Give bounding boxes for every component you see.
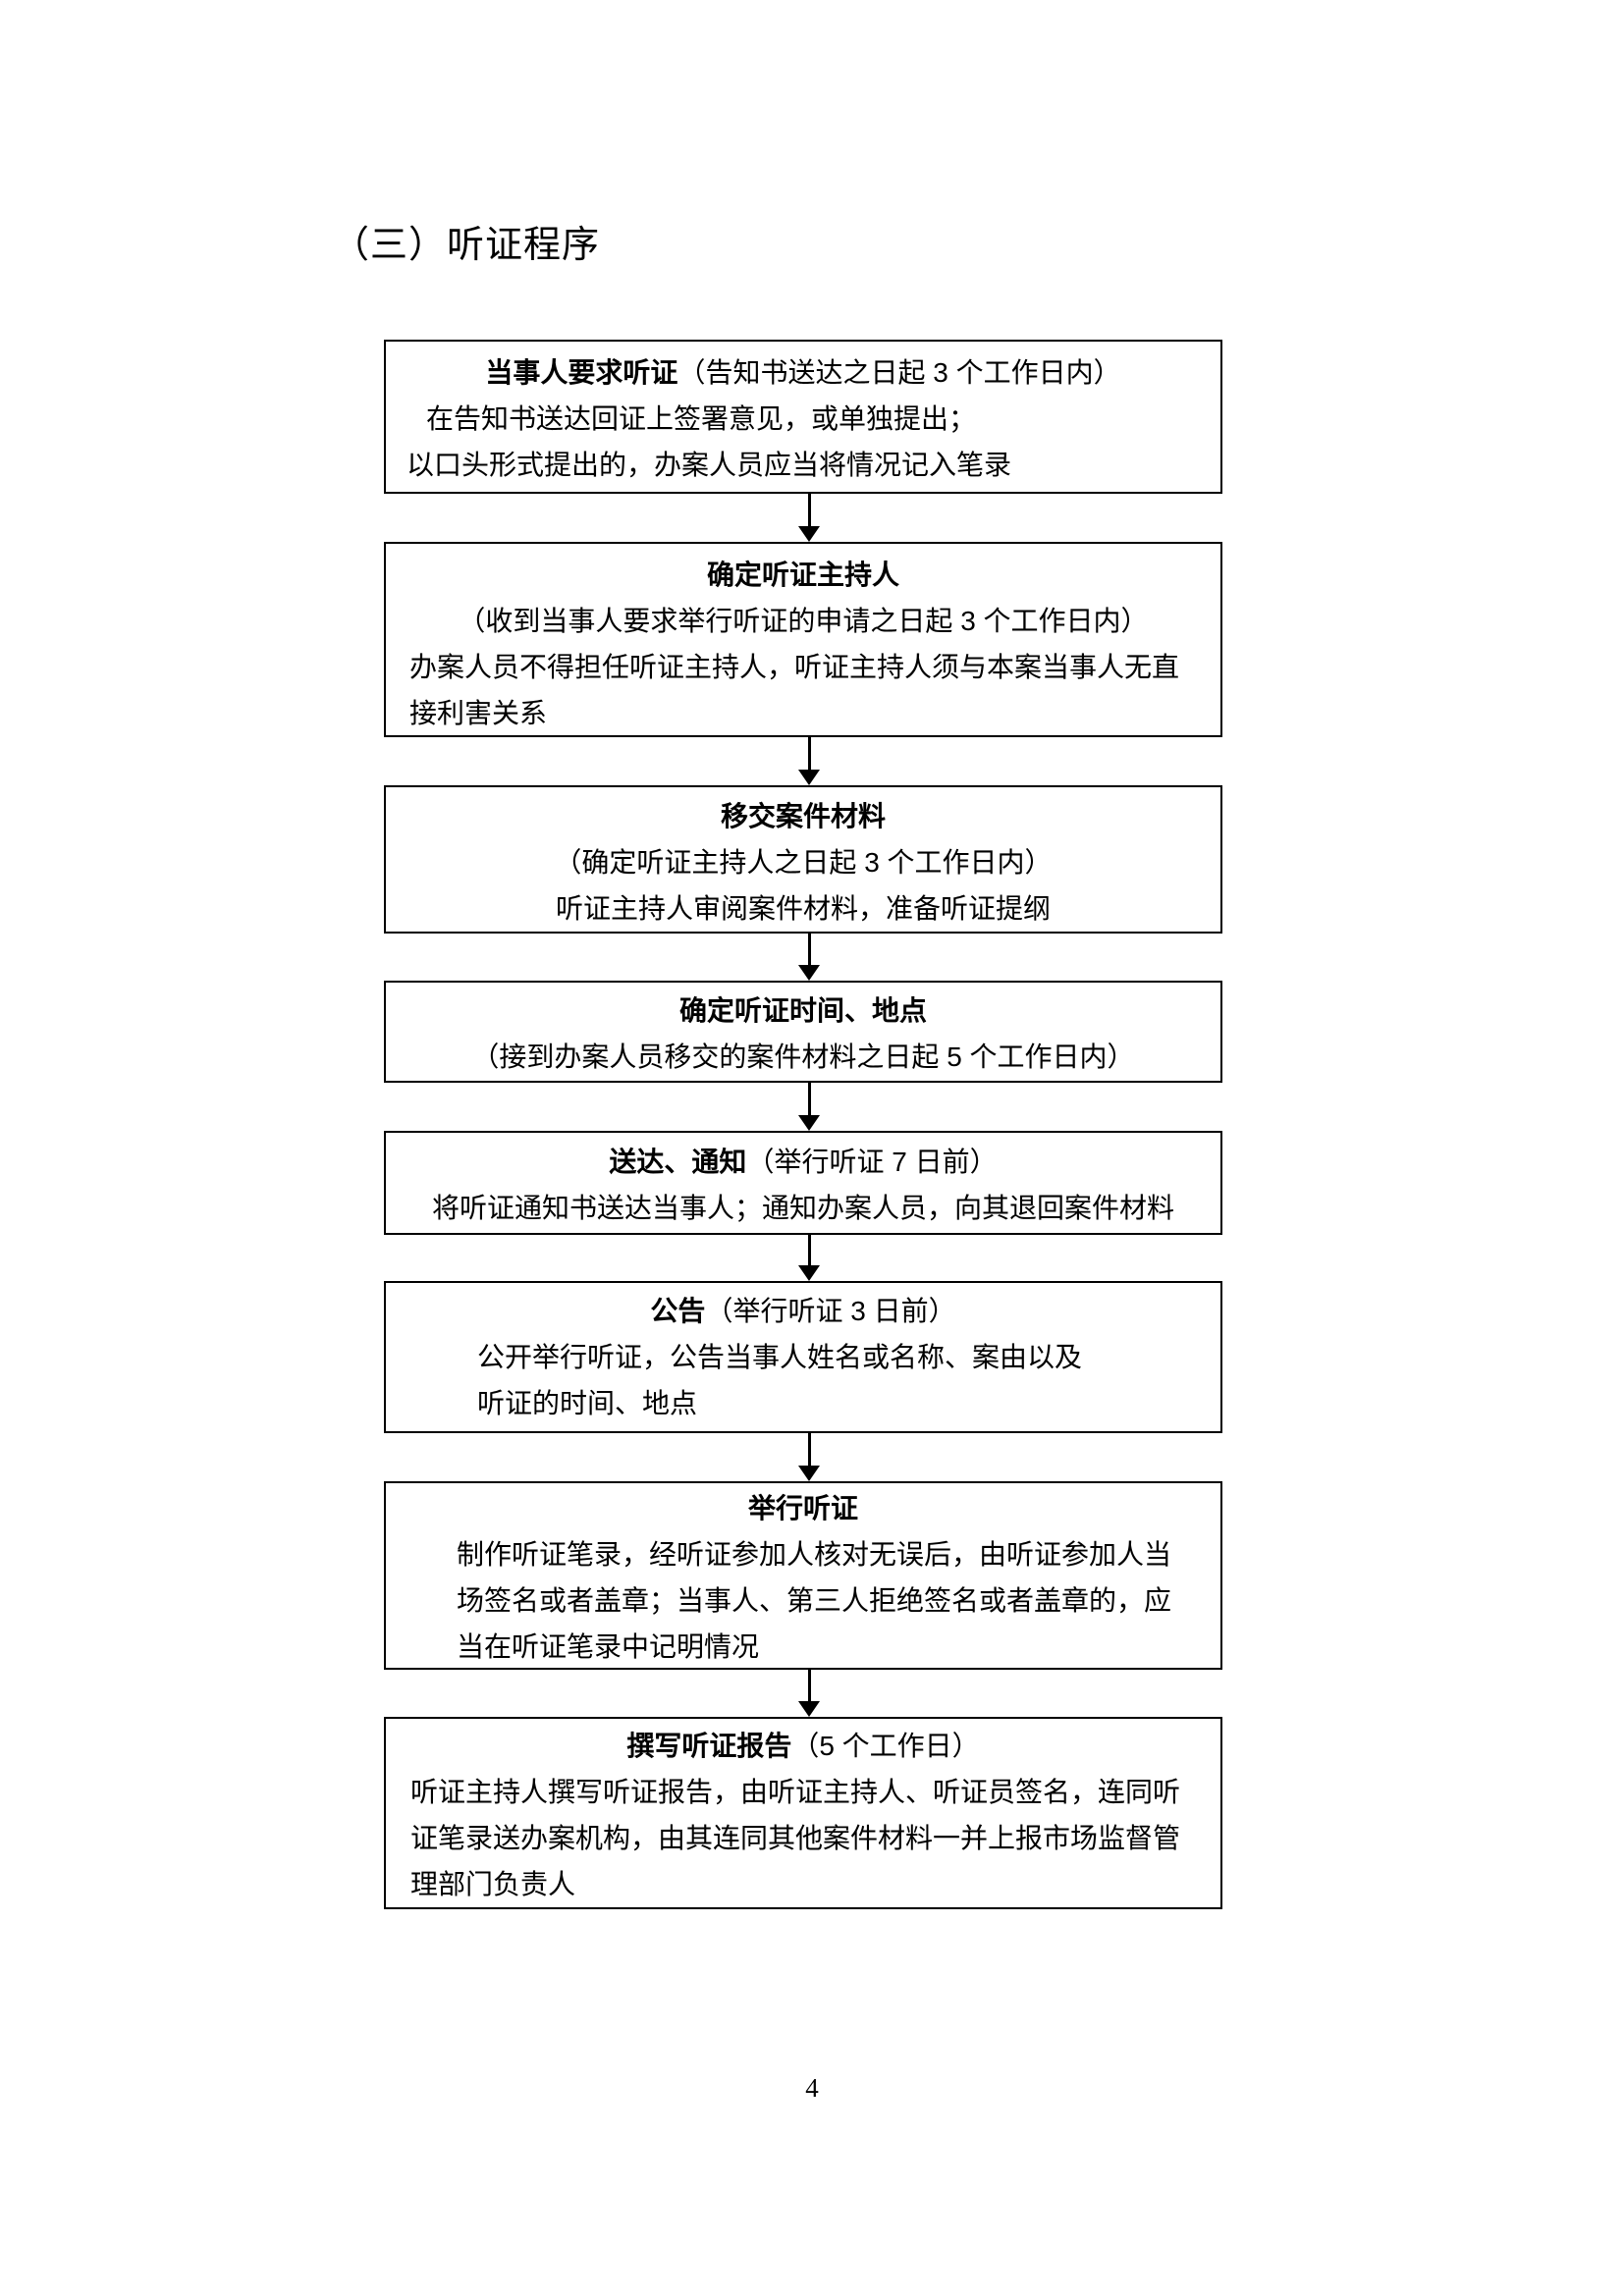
box-heading: 撰写听证报告: [626, 1731, 792, 1761]
flowchart-box-write-report-line-3: 证笔录送办案机构，由其连同其他案件材料一并上报市场监督管: [410, 1823, 1181, 1853]
flowchart-box-hold-hearing-line-1: 举行听证: [386, 1485, 1220, 1531]
arrow-head: [798, 770, 820, 785]
flowchart-box-hold-hearing-line-2: 制作听证笔录，经听证参加人核对无误后，由听证参加人当: [457, 1539, 1172, 1570]
down-arrow: [798, 1670, 820, 1717]
page-number: 4: [805, 2073, 819, 2103]
flowchart-box-hold-hearing-line-3: 场签名或者盖章；当事人、第三人拒绝签名或者盖章的，应: [457, 1585, 1172, 1616]
flowchart-box-determine-host: 确定听证主持人 （收到当事人要求举行听证的申请之日起 3 个工作日内） 办案人员不得…: [384, 542, 1222, 737]
arrow-shaft: [807, 737, 811, 772]
arrow-shaft: [807, 1083, 811, 1117]
down-arrow: [798, 1235, 820, 1281]
box-heading: 公告: [650, 1296, 706, 1326]
arrow-head: [798, 1115, 820, 1131]
flowchart-box-determine-host-line-2: （收到当事人要求举行听证的申请之日起 3 个工作日内）: [458, 606, 1149, 636]
flowchart-box-announce-line-2: 公开举行听证，公告当事人姓名或名称、案由以及: [477, 1342, 1083, 1372]
arrow-shaft: [807, 1670, 811, 1703]
flowchart-box-hold-hearing-line-4: 当在听证笔录中记明情况: [457, 1631, 760, 1662]
flowchart-box-determine-host-line-4: 接利害关系: [409, 698, 548, 728]
arrow-shaft: [807, 1433, 811, 1468]
flowchart-box-set-time-place: 确定听证时间、地点 （接到办案人员移交的案件材料之日起 5 个工作日内）: [384, 981, 1222, 1083]
down-arrow: [798, 1433, 820, 1481]
flowchart-box-write-report-line-4: 理部门负责人: [410, 1869, 576, 1899]
arrow-head: [798, 1701, 820, 1717]
down-arrow: [798, 1083, 820, 1131]
flowchart-box-determine-host-line-3: 办案人员不得担任听证主持人，听证主持人须与本案当事人无直: [409, 652, 1180, 682]
box-heading: 确定听证主持人: [706, 560, 899, 590]
flowchart-box-serve-notify-line-1: 送达、通知（举行听证 7 日前）: [609, 1147, 998, 1177]
flowchart-box-set-time-place-line-2: （接到办案人员移交的案件材料之日起 5 个工作日内）: [471, 1041, 1135, 1072]
arrow-head: [798, 1466, 820, 1481]
flowchart-box-serve-notify: 送达、通知（举行听证 7 日前） 将听证通知书送达当事人；通知办案人员，向其退回案…: [384, 1131, 1222, 1235]
down-arrow: [798, 934, 820, 981]
arrow-shaft: [807, 934, 811, 967]
box-heading: 确定听证时间、地点: [678, 995, 927, 1026]
arrow-head: [798, 526, 820, 542]
arrow-shaft: [807, 1235, 811, 1267]
down-arrow: [798, 737, 820, 785]
flowchart-box-announce-line-3: 听证的时间、地点: [477, 1388, 698, 1418]
flowchart-box-write-report-line-2: 听证主持人撰写听证报告，由听证主持人、听证员签名，连同听: [410, 1777, 1181, 1807]
arrow-head: [798, 965, 820, 981]
arrow-shaft: [807, 494, 811, 528]
box-heading: 举行听证: [747, 1493, 858, 1523]
flowchart-box-determine-host-line-1: 确定听证主持人: [386, 552, 1220, 598]
section-title: （三）听证程序: [332, 225, 601, 266]
flowchart-box-transfer-materials: 移交案件材料 （确定听证主持人之日起 3 个工作日内） 听证主持人审阅案件材料，准备…: [384, 785, 1222, 934]
flowchart-box-write-report: 撰写听证报告（5 个工作日） 听证主持人撰写听证报告，由听证主持人、听证员签名，连…: [384, 1717, 1222, 1909]
flowchart-box-transfer-materials-line-3: 听证主持人审阅案件材料，准备听证提纲: [555, 893, 1051, 924]
flowchart-box-request-hearing-line-3: 以口头形式提出的，办案人员应当将情况记入笔录: [406, 450, 1012, 480]
flowchart-box-write-report-line-1: 撰写听证报告（5 个工作日）: [626, 1731, 980, 1761]
flowchart-box-transfer-materials-line-2: （确定听证主持人之日起 3 个工作日内）: [554, 847, 1053, 878]
flowchart-box-announce: 公告（举行听证 3 日前） 公开举行听证，公告当事人姓名或名称、案由以及听证的时间…: [384, 1281, 1222, 1433]
box-heading: 当事人要求听证: [485, 357, 678, 388]
flowchart-box-request-hearing-line-1: 当事人要求听证（告知书送达之日起 3 个工作日内）: [485, 357, 1121, 388]
box-heading: 送达、通知: [609, 1147, 747, 1177]
flowchart-box-request-hearing-line-2: 在告知书送达回证上签署意见，或单独提出；: [426, 403, 977, 434]
flowchart-box-request-hearing: 当事人要求听证（告知书送达之日起 3 个工作日内） 在告知书送达回证上签署意见，或…: [384, 340, 1222, 494]
flowchart-box-serve-notify-line-2: 将听证通知书送达当事人；通知办案人员，向其退回案件材料: [431, 1193, 1174, 1223]
flowchart-box-transfer-materials-line-1: 移交案件材料: [386, 793, 1220, 839]
flowchart-box-announce-line-1: 公告（举行听证 3 日前）: [650, 1296, 956, 1326]
flowchart-box-hold-hearing: 举行听证制作听证笔录，经听证参加人核对无误后，由听证参加人当场签名或者盖章；当事…: [384, 1481, 1222, 1670]
arrow-head: [798, 1265, 820, 1281]
flowchart-box-set-time-place-line-1: 确定听证时间、地点: [386, 988, 1220, 1034]
down-arrow: [798, 494, 820, 542]
box-heading: 移交案件材料: [720, 801, 886, 831]
